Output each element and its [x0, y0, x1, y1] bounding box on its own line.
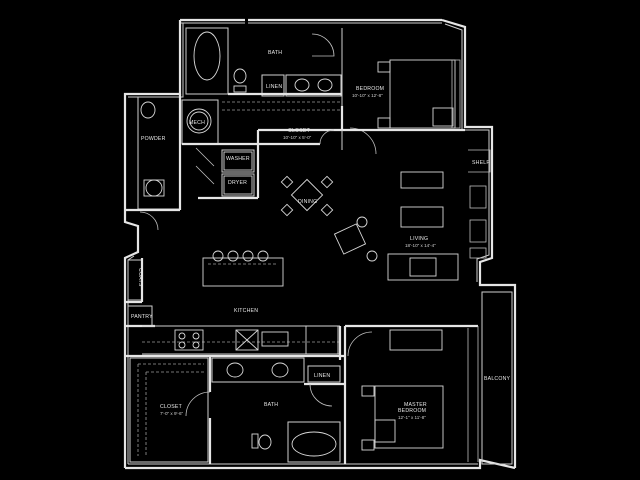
bath-sink-icon-2 [271, 362, 289, 378]
bedroom [340, 59, 465, 155]
tv-console-icon [400, 171, 444, 189]
kitchen-sink-icon [261, 331, 289, 347]
room-labels: BATH LINEN BEDROOM 10'-10" x 12'-8" POWD… [131, 50, 511, 420]
label-coats: COATS [137, 268, 143, 287]
sink-icon [294, 78, 310, 92]
powder-toilet-icon [140, 101, 156, 119]
label-dryer: DRYER [228, 180, 247, 186]
dishwasher-icon [235, 329, 259, 351]
washer-icon [223, 151, 253, 171]
living-area [333, 171, 487, 281]
label-powder: POWDER [141, 136, 166, 142]
mech-laundry [181, 99, 260, 200]
label-linen-bottom: LINEN [314, 373, 330, 379]
kitchen [142, 250, 342, 360]
dims-closet-bottom: 7'-0" x 9'-6" [160, 411, 184, 416]
master-bedroom [345, 324, 478, 462]
top-bath [185, 27, 343, 106]
coffee-table-icon [400, 206, 444, 228]
label-washer: WASHER [226, 156, 250, 162]
label-shelf: SHELF [472, 160, 490, 166]
dims-closet-top: 10'-10" x 5'-0" [283, 135, 312, 140]
toilet-icon [233, 68, 247, 84]
dresser-icon [389, 329, 443, 351]
label-closet-bottom: CLOSET [160, 404, 183, 410]
label-bedroom: BEDROOM [356, 86, 384, 92]
dining-table-icon [290, 178, 324, 212]
label-pantry: PANTRY [131, 314, 153, 320]
dining-area [280, 175, 334, 217]
label-living: LIVING [410, 236, 428, 242]
bottom-closet [125, 354, 212, 464]
dims-master-bedroom: 12'-1" x 11'-8" [398, 415, 426, 420]
bottom-toilet-icon [258, 434, 272, 450]
balcony [477, 291, 513, 465]
bed-icon [389, 59, 456, 129]
cooktop-icon [174, 329, 204, 351]
label-mech: MECH [189, 120, 205, 126]
label-linen-top: LINEN [266, 84, 282, 90]
label-master: MASTER [404, 402, 427, 408]
label-bath-bottom: BATH [264, 402, 278, 408]
label-kitchen: KITCHEN [234, 308, 258, 314]
dims-living: 18'-10" x 14'-4" [405, 243, 436, 248]
dims-bedroom: 10'-10" x 12'-8" [352, 93, 383, 98]
sofa-icon [387, 253, 459, 281]
powder-room [125, 94, 182, 231]
label-closet-top: CLOSET [288, 128, 311, 134]
master-bed-icon [374, 385, 444, 449]
label-balcony: BALCONY [484, 376, 511, 382]
label-master-bedroom: BEDROOM [398, 408, 426, 414]
armchair-icon [333, 223, 367, 255]
bathtub-icon [193, 31, 221, 81]
top-closet [222, 101, 343, 150]
bottom-bathtub-icon [291, 431, 337, 457]
dryer-icon [223, 175, 253, 195]
label-dining: DINING [298, 199, 317, 205]
bath-sink-icon [226, 362, 244, 378]
sink-icon-2 [317, 78, 333, 92]
bottom-bath [210, 326, 347, 464]
water-heater-icon [186, 108, 212, 134]
label-bath-top: BATH [268, 50, 282, 56]
refrigerator-icon [305, 325, 339, 355]
